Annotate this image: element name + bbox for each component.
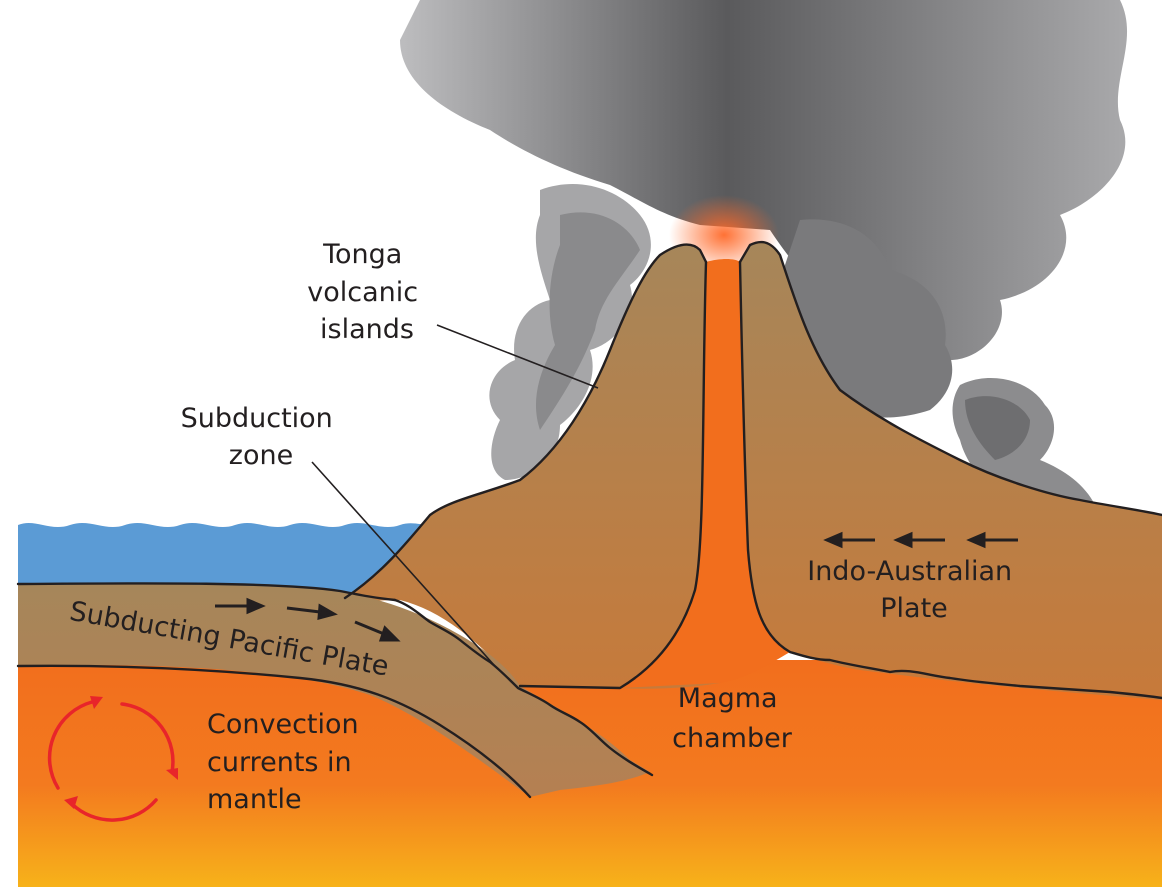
arrow-right-icon xyxy=(286,603,338,620)
arrow-left-icon xyxy=(893,531,945,549)
indo-australian-label: Indo-Australian Plate xyxy=(807,556,1021,624)
subduction-zone-leader-line xyxy=(311,461,495,666)
indo-australian-label-line-2: Plate xyxy=(880,593,948,624)
convection-label-line-2: currents in xyxy=(207,747,352,778)
magma-chamber-label: Magma chamber xyxy=(672,683,793,754)
magma-chamber-label-line-1: Magma xyxy=(678,683,778,714)
subduction-zone-label: Subduction zone xyxy=(181,403,342,471)
convection-label-line-3: mantle xyxy=(207,784,302,815)
arrow-left-icon xyxy=(966,531,1018,549)
indo-australian-label-line-1: Indo-Australian xyxy=(807,556,1012,587)
arrow-left-icon xyxy=(823,531,875,549)
convection-label: Convection currents in mantle xyxy=(207,709,367,815)
magma-conduit xyxy=(620,259,790,688)
pacific-plate xyxy=(18,584,650,797)
arrow-right-icon xyxy=(215,597,266,615)
tonga-label-line-1: Tonga xyxy=(322,239,402,270)
tonga-label-line-2: volcanic xyxy=(307,277,418,308)
indo-australian-motion-arrows xyxy=(823,531,1018,549)
tonga-label: Tonga volcanic islands xyxy=(307,239,426,345)
tonga-label-line-3: islands xyxy=(320,314,414,345)
outlines xyxy=(16,240,1162,799)
arrow-right-icon xyxy=(354,620,401,642)
circular-arrows-icon xyxy=(47,696,178,822)
pacific-plate-motion-arrows xyxy=(215,597,401,642)
convection-label-line-1: Convection xyxy=(207,709,359,740)
volcano-crust xyxy=(345,242,1162,700)
tonga-leader-line xyxy=(436,324,599,389)
ocean xyxy=(18,522,440,600)
magma-chamber-label-line-2: chamber xyxy=(672,723,793,754)
subduction-zone-label-line-1: Subduction xyxy=(181,403,333,434)
subduction-zone-label-line-2: zone xyxy=(229,440,293,471)
